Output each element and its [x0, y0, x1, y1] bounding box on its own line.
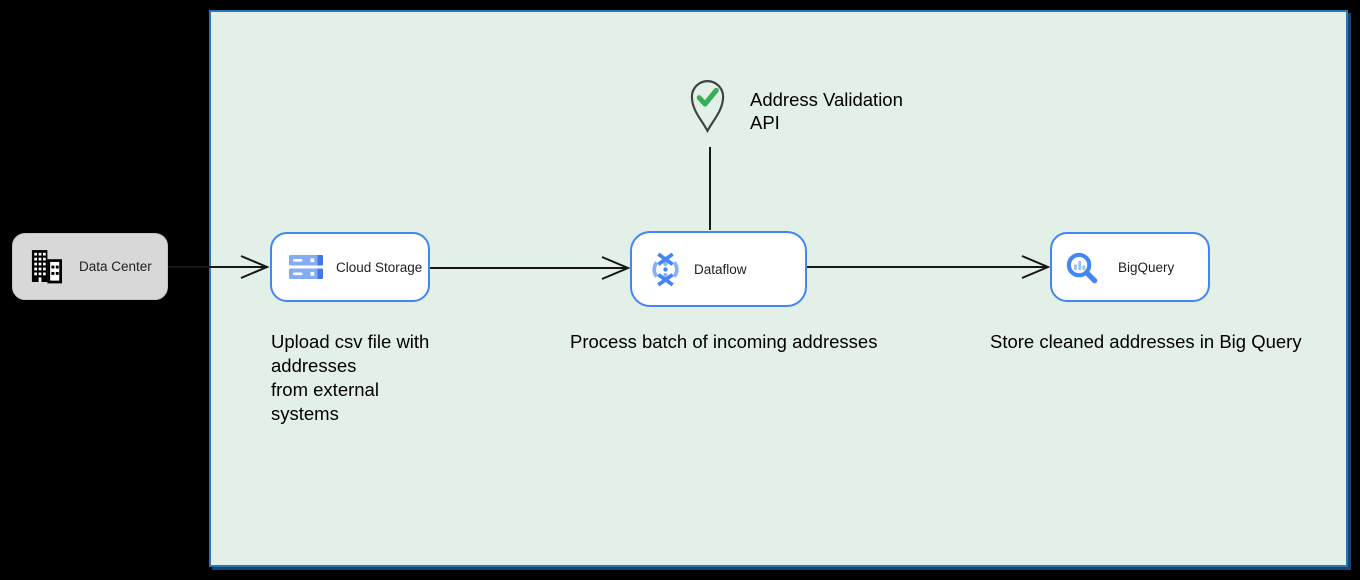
node-bigquery: BigQuery	[1050, 232, 1210, 302]
node-data-center: Data Center	[12, 233, 168, 300]
annotation-address-validation-api: Address Validation API	[750, 89, 903, 133]
cloud-storage-icon	[289, 255, 323, 279]
node-label: BigQuery	[1118, 259, 1175, 275]
node-label: Dataflow	[694, 261, 747, 277]
bigquery-icon	[1066, 252, 1098, 283]
node-label: Data Center	[79, 259, 152, 274]
node-label: Cloud Storage	[336, 259, 423, 275]
building-icon	[31, 250, 62, 284]
dataflow-icon	[652, 252, 679, 286]
node-cloud-storage: Cloud Storage	[270, 232, 430, 302]
node-dataflow: Dataflow	[630, 231, 807, 307]
annotation-store-cleaned: Store cleaned addresses in Big Query	[990, 331, 1302, 352]
annotation-process-batch: Process batch of incoming addresses	[570, 331, 878, 352]
address-validation-pin-icon	[690, 80, 725, 134]
annotation-upload-csv: Upload csv file with addresses from exte…	[271, 331, 430, 424]
